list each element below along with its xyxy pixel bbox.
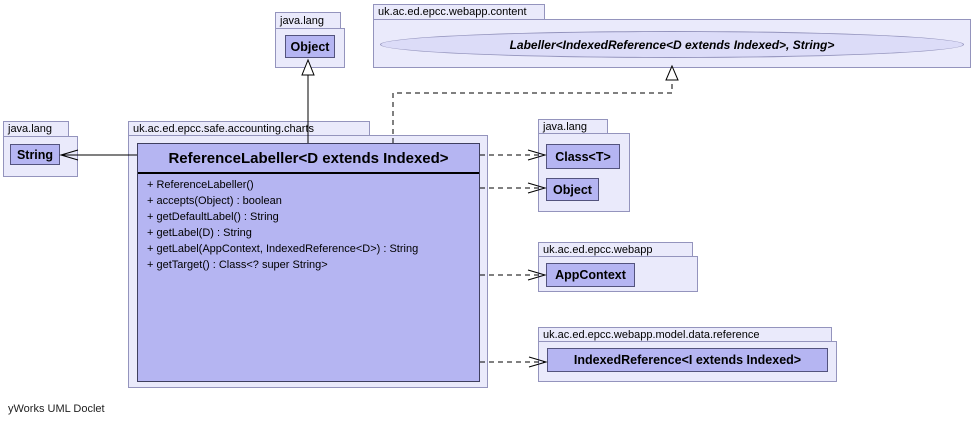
class-box-object-superclass[interactable]: Object	[285, 35, 335, 58]
package-tab-java-lang-top: java.lang	[275, 12, 341, 29]
class-box-indexed-reference[interactable]: IndexedReference<I extends Indexed>	[547, 348, 828, 372]
package-tab-model-data-reference: uk.ac.ed.epcc.webapp.model.data.referenc…	[538, 327, 832, 342]
main-class-box-reference-labeller: ReferenceLabeller<D extends Indexed> + R…	[137, 143, 480, 382]
class-box-string[interactable]: String	[10, 144, 60, 165]
main-class-method-list: + ReferenceLabeller() + accepts(Object) …	[138, 174, 479, 273]
method-item: + accepts(Object) : boolean	[147, 195, 282, 207]
interface-ellipse-labeller[interactable]: Labeller<IndexedReference<D extends Inde…	[380, 31, 964, 58]
yworks-doclet-credit: yWorks UML Doclet	[8, 403, 105, 415]
main-class-title: ReferenceLabeller<D extends Indexed>	[138, 144, 479, 174]
method-item: + getTarget() : Class<? super String>	[147, 259, 328, 271]
package-tab-java-lang-right: java.lang	[538, 119, 608, 134]
method-item: + getLabel(D) : String	[147, 227, 252, 239]
method-item: + getDefaultLabel() : String	[147, 211, 279, 223]
package-tab-java-lang-left: java.lang	[3, 121, 69, 137]
method-item: + ReferenceLabeller()	[147, 179, 254, 191]
dependency-object-edge	[480, 182, 547, 194]
dependency-app-context-edge	[480, 269, 547, 281]
method-item: + getLabel(AppContext, IndexedReference<…	[147, 243, 419, 255]
class-box-class-t[interactable]: Class<T>	[546, 144, 620, 169]
package-tab-webapp: uk.ac.ed.epcc.webapp	[538, 242, 693, 257]
package-tab-charts: uk.ac.ed.epcc.safe.accounting.charts	[128, 121, 370, 136]
package-tab-webapp-content: uk.ac.ed.epcc.webapp.content	[373, 4, 545, 20]
dependency-class-t-edge	[480, 149, 547, 161]
class-box-object-param[interactable]: Object	[546, 178, 599, 201]
dependency-indexed-reference-edge	[480, 356, 548, 368]
class-box-app-context[interactable]: AppContext	[546, 263, 635, 287]
realization-labeller-edge	[392, 64, 679, 143]
